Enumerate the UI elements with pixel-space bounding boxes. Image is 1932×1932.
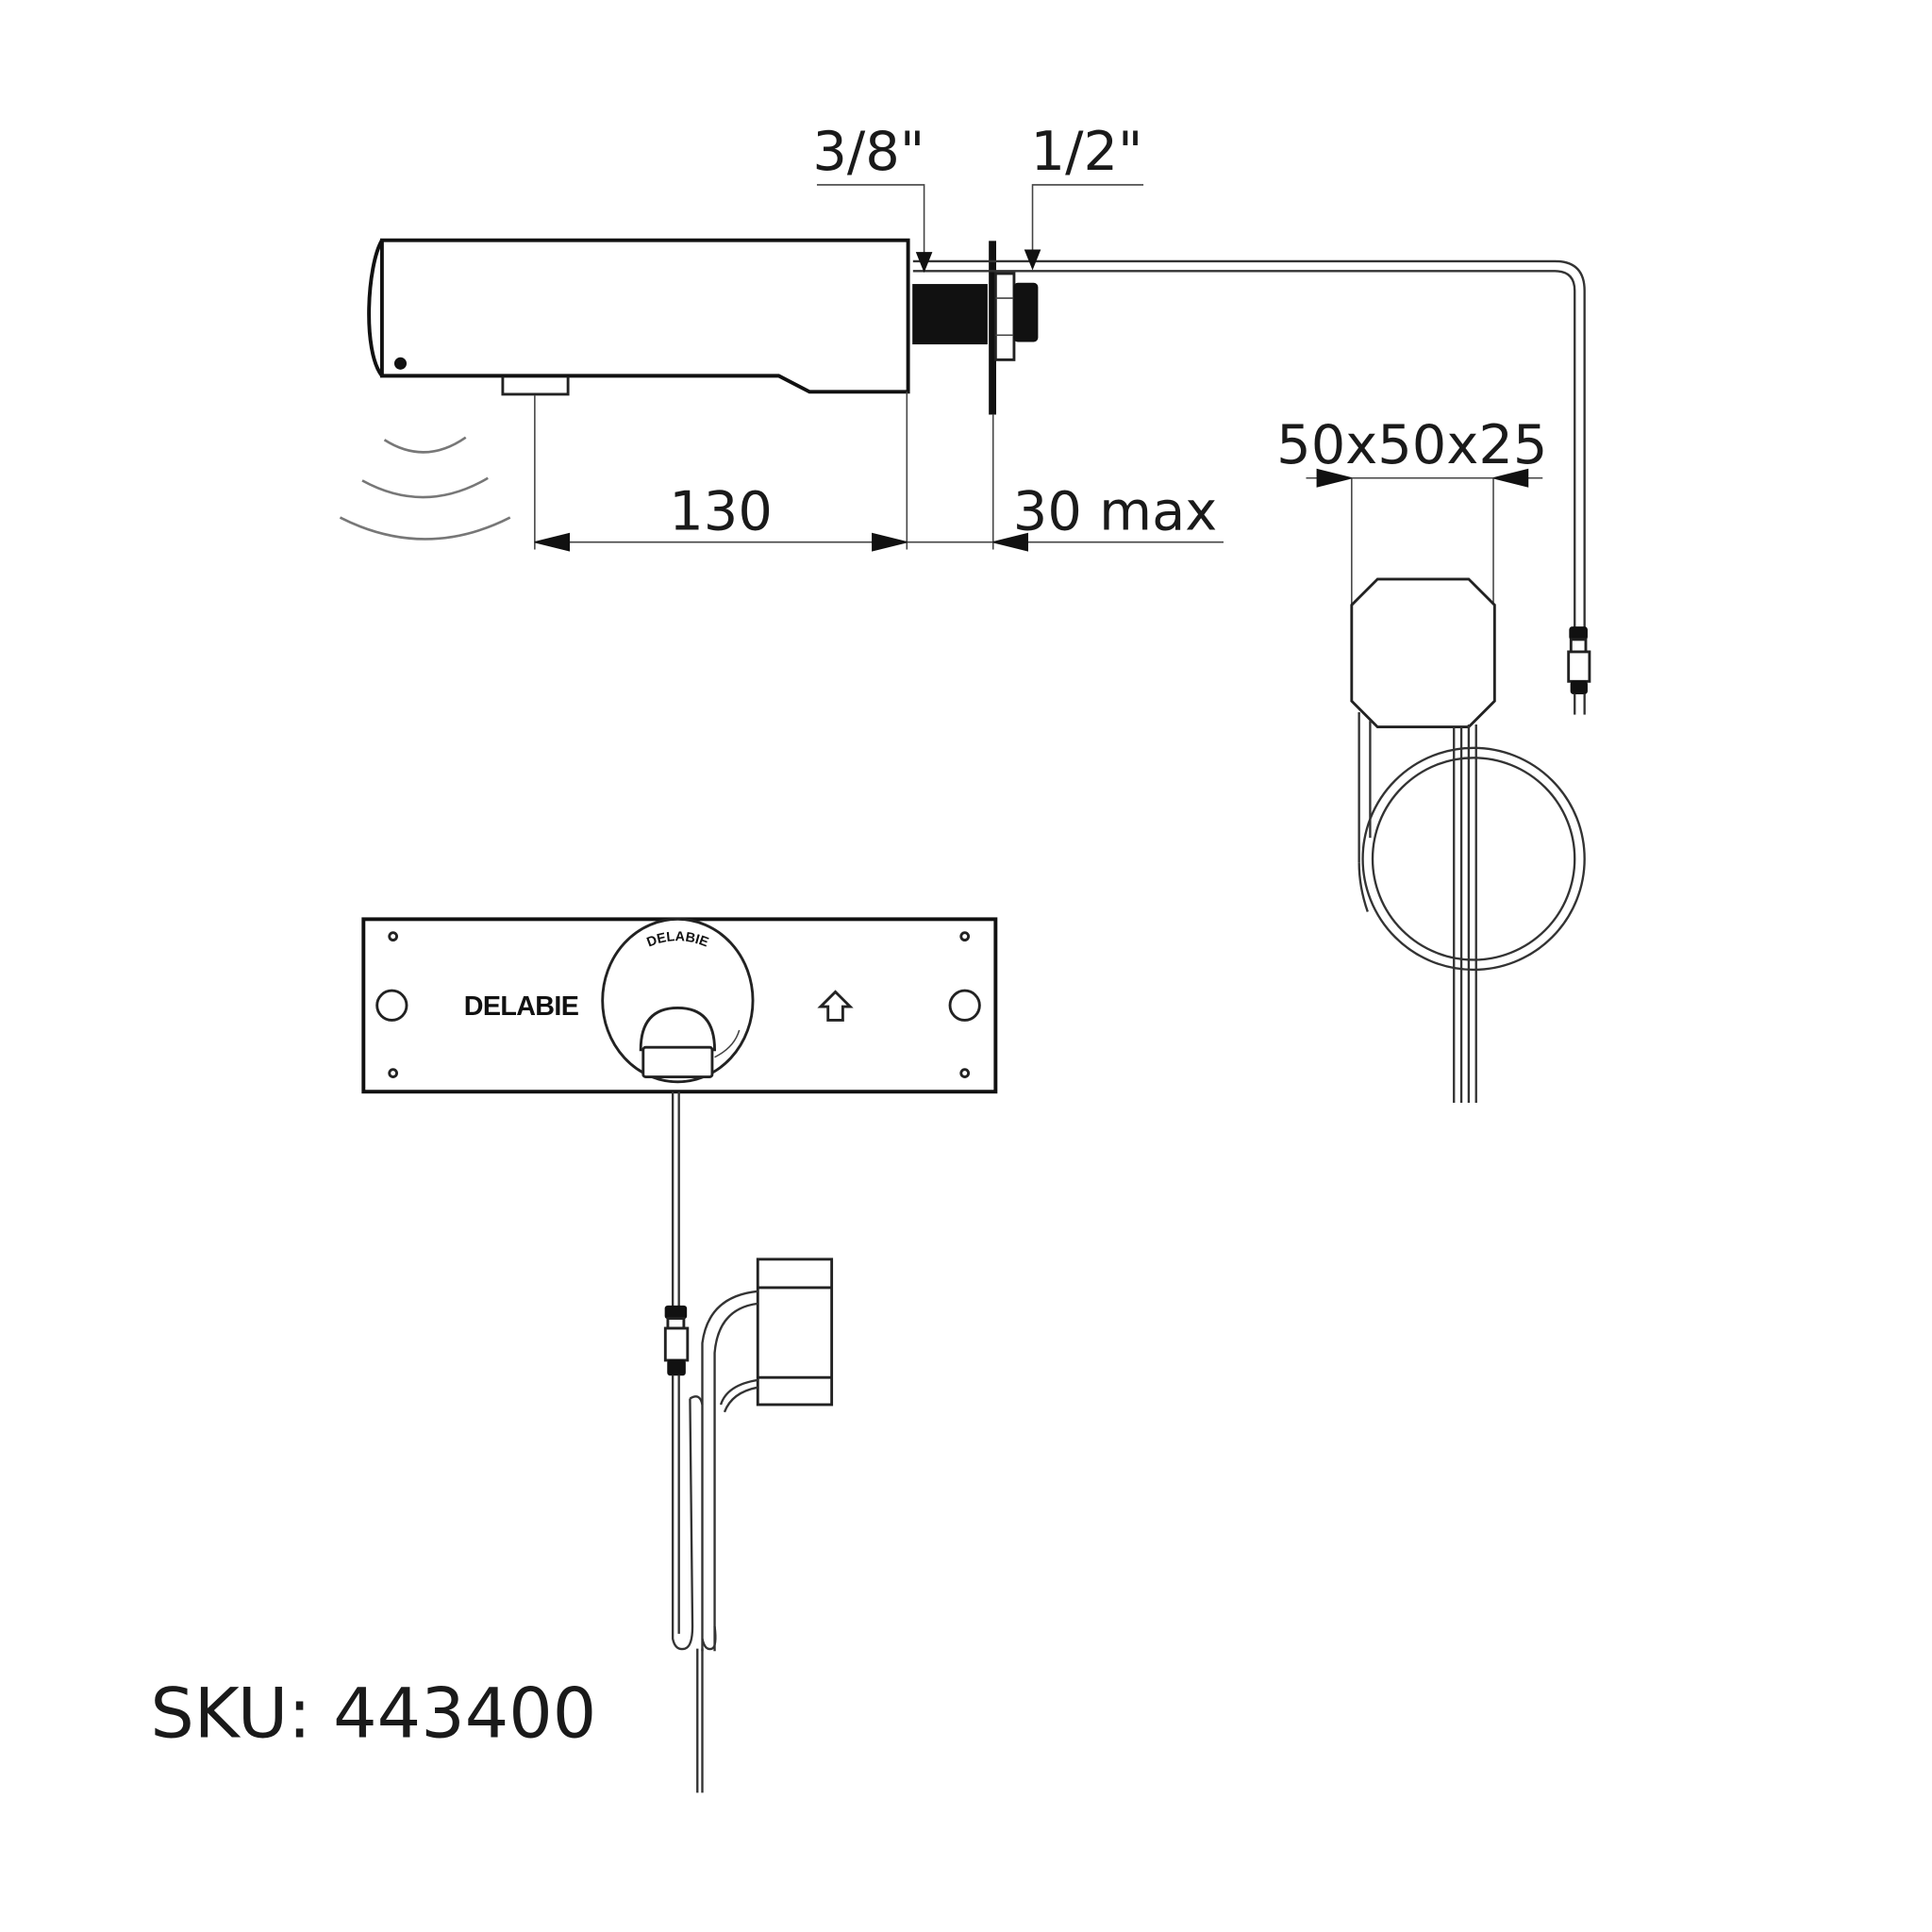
solenoid-valve — [756, 1257, 834, 1407]
plate-brand-text: DELABIE — [464, 991, 579, 1022]
arrow-up-icon — [817, 990, 854, 1022]
thread-label-1-2: 1/2" — [1031, 120, 1143, 183]
electronic-box — [1350, 577, 1496, 729]
cable-connector-lower — [663, 1305, 690, 1376]
mounting-hole-right — [948, 989, 981, 1022]
wall-plate-front-view: DELABIE DELABIE — [361, 917, 998, 1094]
dial-brand-text: DELABIE — [645, 929, 711, 951]
screw-icon — [388, 931, 399, 942]
mounting-hole-left — [375, 989, 408, 1022]
faucet-body — [379, 238, 910, 394]
electronic-box-assembly: 50x50x25 — [1276, 413, 1586, 1103]
faucet-front-cap — [367, 239, 384, 377]
sensor-waves-icon — [339, 436, 511, 541]
sku-label: SKU: 443400 — [150, 1674, 596, 1755]
cable-coil — [1361, 746, 1586, 972]
screw-icon — [959, 931, 971, 942]
solenoid-assembly — [663, 1091, 834, 1793]
supply-cable — [912, 259, 1586, 629]
nut — [993, 272, 1016, 361]
dimension-30-max: 30 max — [1013, 480, 1218, 543]
dimension-130: 130 — [669, 480, 773, 543]
power-leads — [1453, 724, 1477, 1103]
threaded-stem — [912, 284, 988, 345]
screw-icon — [388, 1068, 399, 1078]
cable-connector — [1567, 626, 1591, 715]
sensor-window — [641, 1045, 714, 1078]
sensor-led-icon — [393, 357, 408, 370]
aerator-outlet — [501, 376, 570, 396]
faucet-side-view: 3/8" 1/2" 130 30 max — [339, 120, 1591, 715]
supply-fitting — [1013, 282, 1039, 342]
box-dimension-label: 50x50x25 — [1276, 413, 1547, 476]
screw-icon — [959, 1068, 971, 1078]
thread-label-3-8: 3/8" — [812, 120, 924, 183]
